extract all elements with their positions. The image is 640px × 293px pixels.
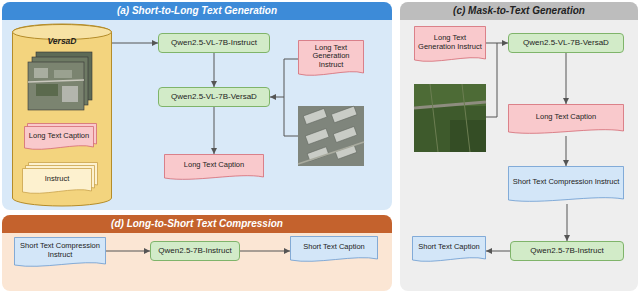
node-label: Long Text Caption [29, 132, 89, 141]
node-label: Short Text Compression Instruct [513, 178, 620, 187]
node-label: Long Text Caption [536, 113, 596, 122]
text-document: Long Text Generation Instruct [298, 40, 364, 78]
node-label: Qwen2.5-VL-7B-VersaD [171, 92, 257, 101]
panel: Long Text CaptionInstruct VersaD Qwen2.5-V… [2, 2, 392, 210]
node-label: Long Text Caption [184, 161, 244, 170]
panel-title: (d) Long-to-Short Text Compression [2, 215, 392, 233]
text-document: Long Text Caption [508, 104, 624, 136]
panel-title: (a) Short-to-Long Text Generation [2, 2, 392, 20]
model-box: Qwen2.5-VL-7B-Instruct [158, 33, 270, 53]
node-label: Short Text Compression Instruct [18, 242, 102, 259]
node-label: Short Text Caption [418, 243, 480, 252]
model-box: Qwen2.5-VL-7B-VersaD [158, 87, 270, 107]
node-label: Qwen2.5-VL-7B-Instruct [171, 38, 257, 47]
text-document: Instruct [22, 168, 92, 196]
node-label: Qwen2.5-7B-Instruct [158, 246, 231, 255]
text-document: Short Text Caption [290, 236, 378, 264]
text-document: Long Text Generation Instruct [414, 26, 486, 64]
text-document: Short Text Compression Instruct [14, 237, 106, 269]
node-label: Short Text Caption [303, 243, 365, 252]
panel: Short Text Compression Instruct Qwen2.5-7… [2, 215, 392, 291]
node-label: Qwen2.5-VL-7B-VersaD [523, 38, 609, 47]
model-box: Qwen2.5-VL-7B-VersaD [508, 33, 624, 53]
database-cylinder: Long Text CaptionInstruct VersaD [12, 24, 112, 206]
text-document: Long Text Caption [24, 126, 94, 152]
model-box: Qwen2.5-7B-Instruct [510, 241, 624, 261]
panel-title: (c) Mask-to-Text Generation [400, 2, 638, 20]
dataset-name: VersaD [48, 37, 77, 47]
text-document: Short Text Compression Instruct [508, 166, 624, 204]
node-label: Instruct [45, 175, 70, 184]
model-box: Qwen2.5-7B-Instruct [150, 241, 240, 261]
node-label: Long Text Generation Instruct [418, 34, 482, 51]
text-document: Long Text Caption [164, 154, 264, 182]
text-document: Short Text Caption [412, 236, 486, 264]
node-label: Qwen2.5-7B-Instruct [530, 246, 603, 255]
node-label: Long Text Generation Instruct [302, 44, 360, 70]
panel: Long Text Generation Instruct Qwen2.5-VL-… [400, 2, 638, 291]
